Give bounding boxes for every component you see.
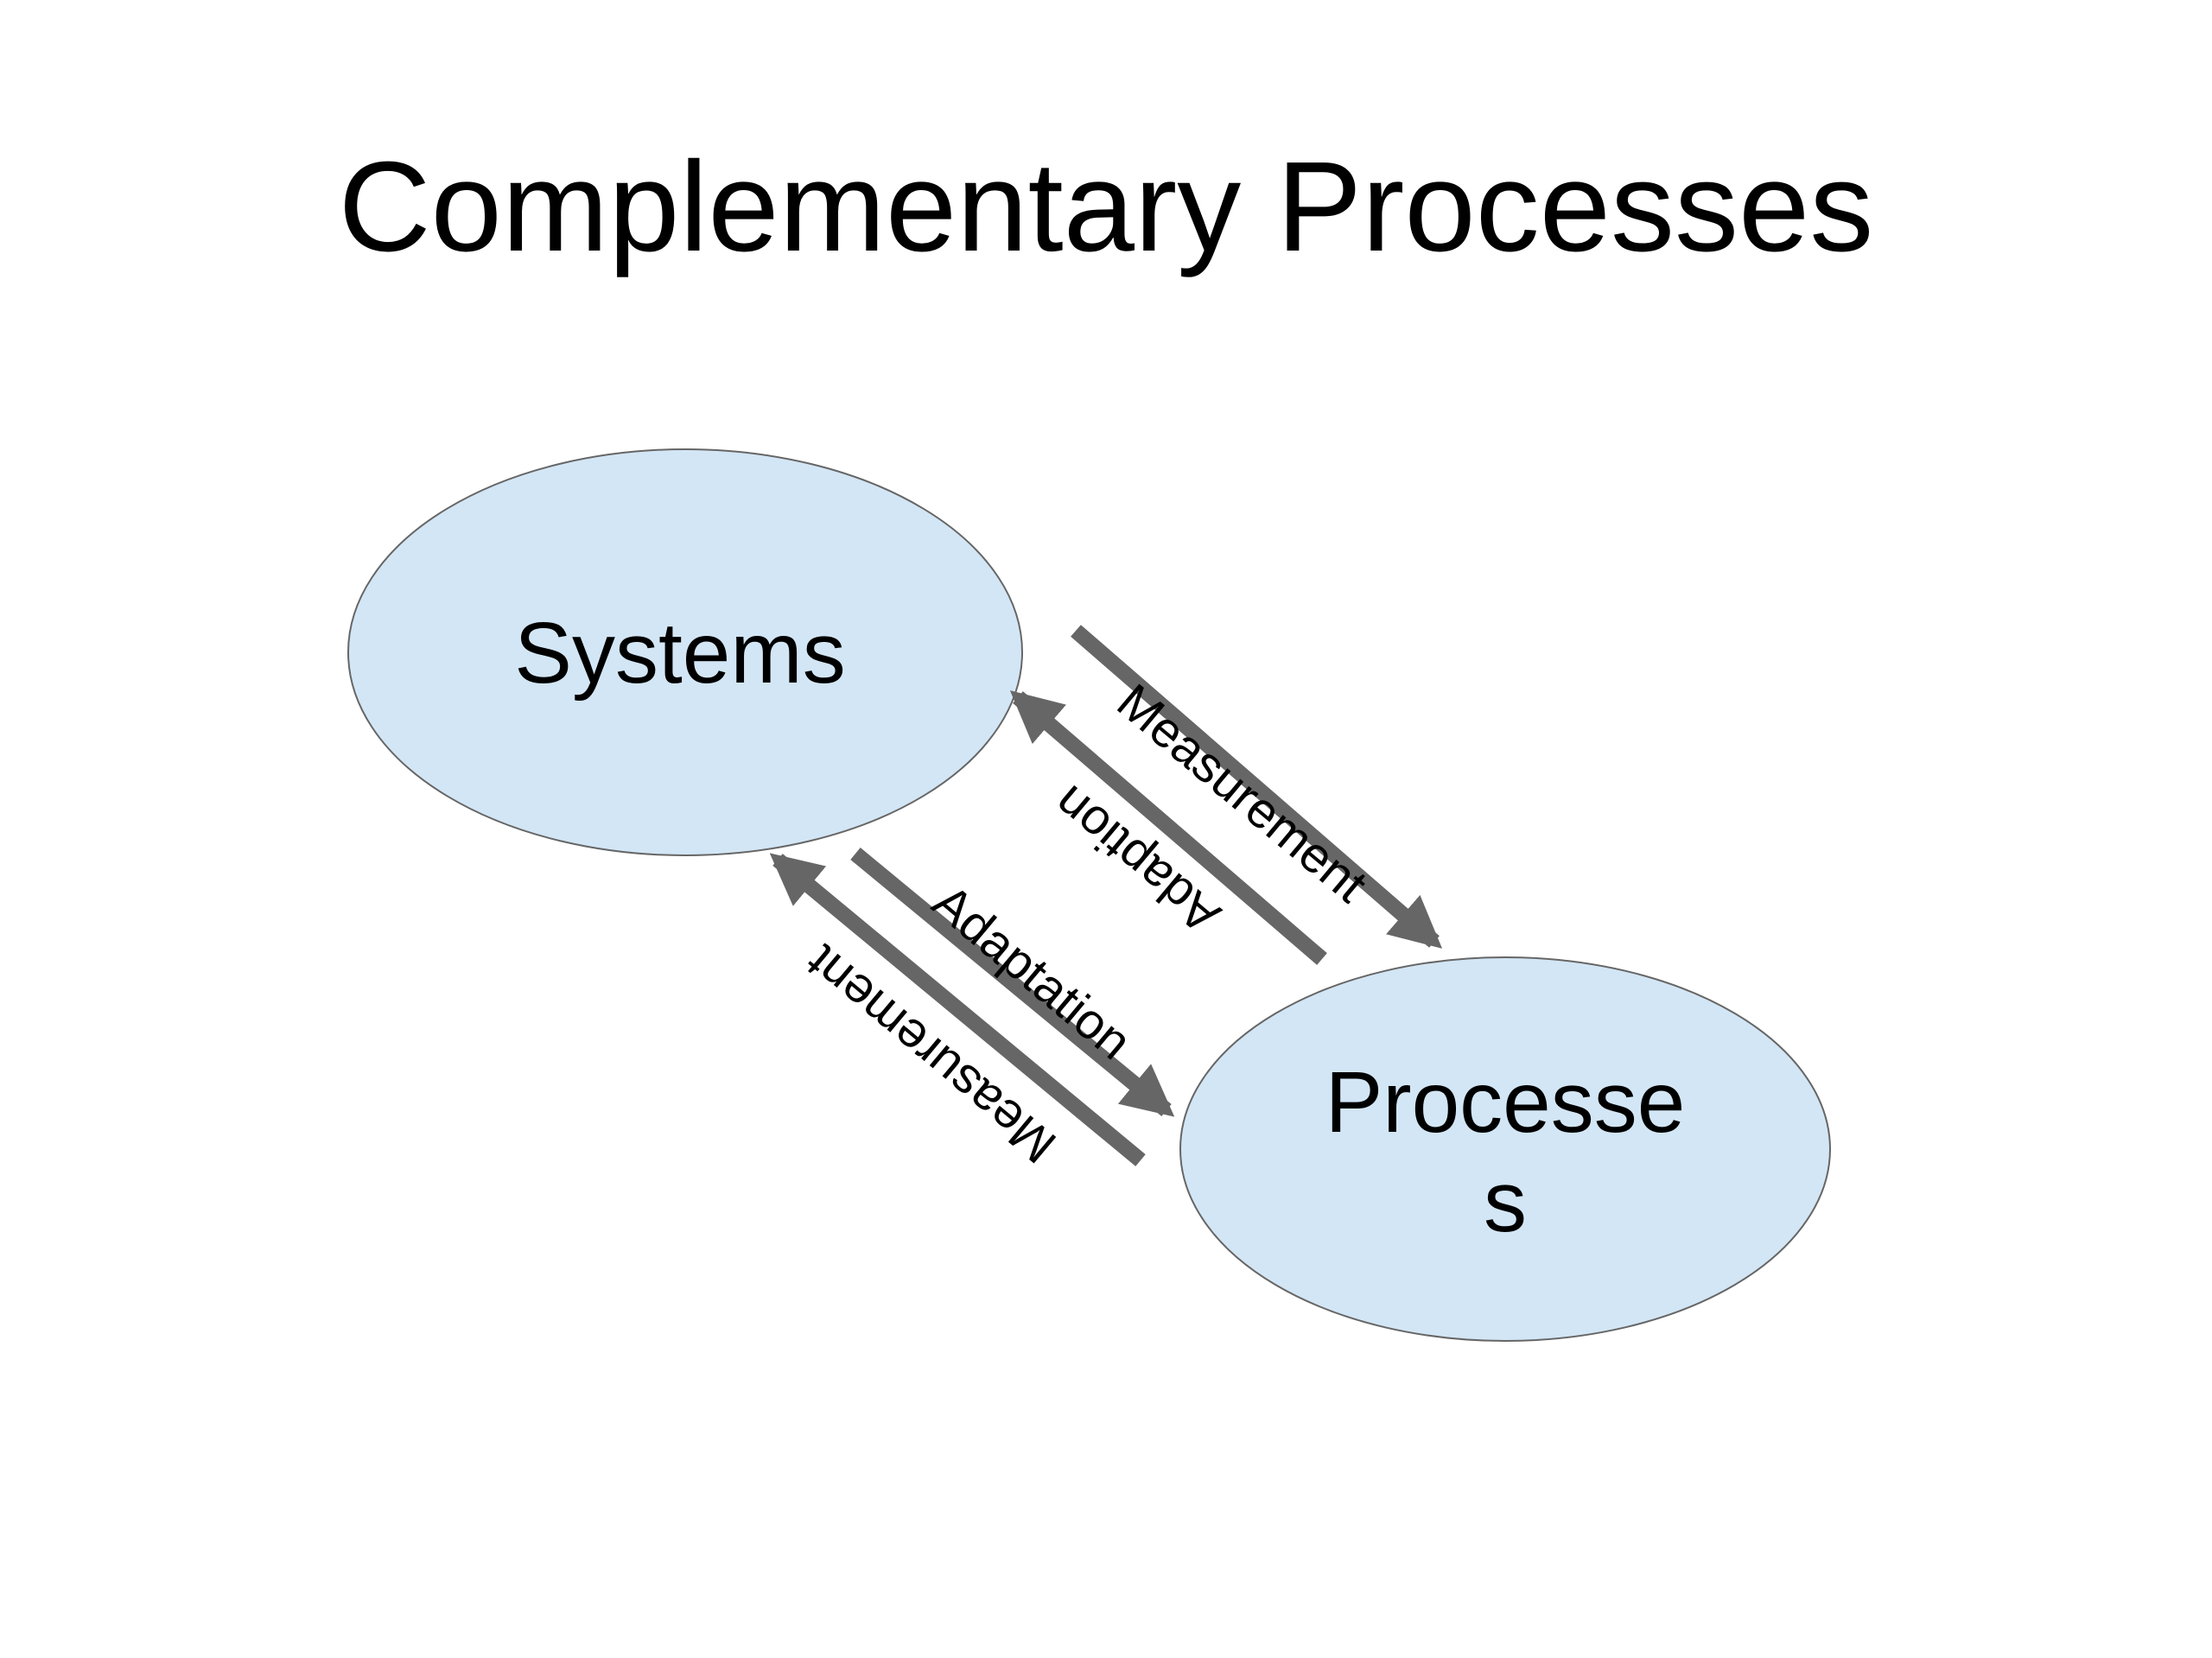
lower-measurement-arrow	[769, 853, 1146, 1166]
upper-adaption-arrow	[1009, 690, 1327, 965]
systems-label: Systems	[514, 605, 845, 702]
processes-node	[1179, 956, 1831, 1342]
slide-title: Complementary Processes	[338, 136, 1874, 278]
systems-node	[347, 448, 1023, 856]
upper-measurement-arrow	[1071, 625, 1443, 949]
lower-adaptation-arrow	[850, 848, 1175, 1117]
processes-label-line1: Processe	[1325, 1054, 1686, 1151]
processes-label-line2: s	[1484, 1153, 1527, 1250]
